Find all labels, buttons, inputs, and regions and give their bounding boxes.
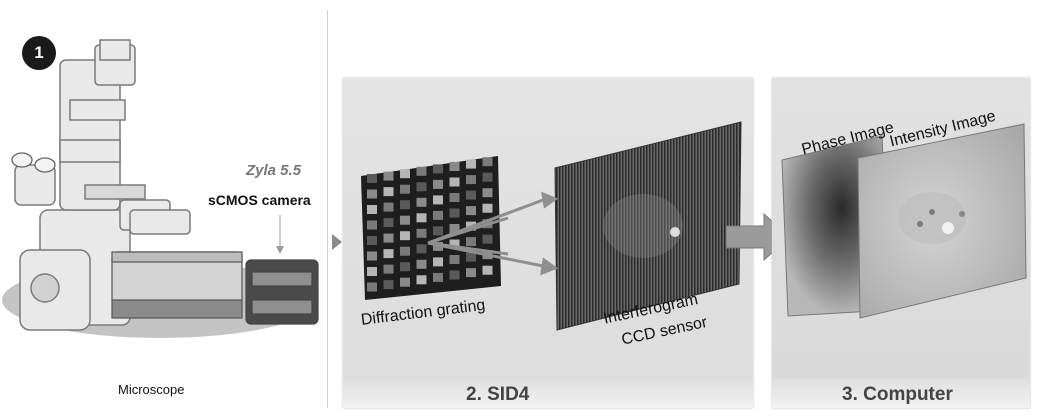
sid4-illustration xyxy=(361,121,742,331)
grating-cell xyxy=(449,208,460,218)
grating-cell xyxy=(466,252,476,262)
grating-cell xyxy=(466,268,476,278)
grating-cell xyxy=(433,226,443,236)
microscope-panel: 1 Zyla 5.5 sCMOS camera Microscope xyxy=(0,0,328,412)
grating-cell xyxy=(400,277,410,287)
grating-cell xyxy=(416,259,427,269)
grating-cell xyxy=(367,205,377,214)
grating-cell xyxy=(383,280,394,290)
grating-cell xyxy=(383,187,394,197)
microscope-illustration xyxy=(2,39,319,338)
computer-illustration xyxy=(781,123,1027,319)
grating-cell xyxy=(416,228,427,238)
grating-cell xyxy=(416,244,427,254)
grating-cell xyxy=(449,162,460,171)
grating-cell xyxy=(367,282,377,292)
grating-cell xyxy=(433,195,443,205)
grating-cell xyxy=(449,255,460,264)
camera-type-label: sCMOS camera xyxy=(208,192,311,208)
grating-cell xyxy=(466,190,476,200)
grating-cell xyxy=(416,275,427,285)
grating-cell xyxy=(482,172,493,182)
grating-cell xyxy=(383,264,394,274)
interferogram-sensor xyxy=(554,121,742,331)
panel-connector-arrow xyxy=(332,234,342,250)
grating-cell xyxy=(400,231,410,241)
diffraction-grating xyxy=(361,156,501,300)
grating-cell xyxy=(449,224,460,233)
grating-cell xyxy=(383,218,394,228)
grating-cell xyxy=(400,184,410,194)
grating-cell xyxy=(367,267,377,276)
computer-caption: 3. Computer xyxy=(842,384,953,405)
panel-divider xyxy=(327,10,328,408)
grating-cell xyxy=(433,272,443,282)
grating-cell xyxy=(367,251,377,261)
grating-cell xyxy=(433,164,443,174)
computer-caption-bar xyxy=(772,378,1030,408)
grating-cell xyxy=(416,197,427,207)
grating-cell xyxy=(449,270,460,280)
microscope-caption: Microscope xyxy=(118,382,185,397)
grating-cell xyxy=(383,202,394,212)
grating-cell xyxy=(367,174,377,183)
grating-cell xyxy=(482,234,493,244)
grating-cell xyxy=(449,239,460,249)
grating-cell xyxy=(466,159,476,169)
grating-cell xyxy=(482,157,493,167)
grating-cell xyxy=(367,189,377,199)
step-badge: 1 xyxy=(22,36,56,70)
sid4-caption-bar xyxy=(343,378,753,408)
grating-cell xyxy=(367,220,377,230)
grating-cell xyxy=(416,182,427,192)
grating-cell xyxy=(383,249,394,259)
grating-cell xyxy=(400,246,410,256)
grating-cell xyxy=(433,179,443,189)
grating-cell xyxy=(482,188,493,198)
grating-cell xyxy=(400,200,410,210)
grating-cell xyxy=(466,175,476,185)
grating-cell xyxy=(383,171,394,181)
grating-cell xyxy=(433,257,443,267)
grating-cell xyxy=(416,213,427,223)
grating-cell xyxy=(400,215,410,225)
grating-cell xyxy=(466,206,476,216)
grating-cell xyxy=(449,193,460,202)
grating-cell xyxy=(383,233,394,243)
grating-cell xyxy=(433,210,443,220)
grating-cell xyxy=(367,236,377,245)
grating-cell xyxy=(449,177,460,187)
grating-cell xyxy=(482,203,493,213)
sid4-caption: 2. SID4 xyxy=(466,384,530,405)
grating-cell xyxy=(466,237,476,247)
grating-cell xyxy=(416,166,427,176)
grating-cell xyxy=(400,169,410,179)
grating-cell xyxy=(482,265,493,275)
grating-cell xyxy=(400,262,410,272)
camera-model-label: Zyla 5.5 xyxy=(246,162,302,179)
